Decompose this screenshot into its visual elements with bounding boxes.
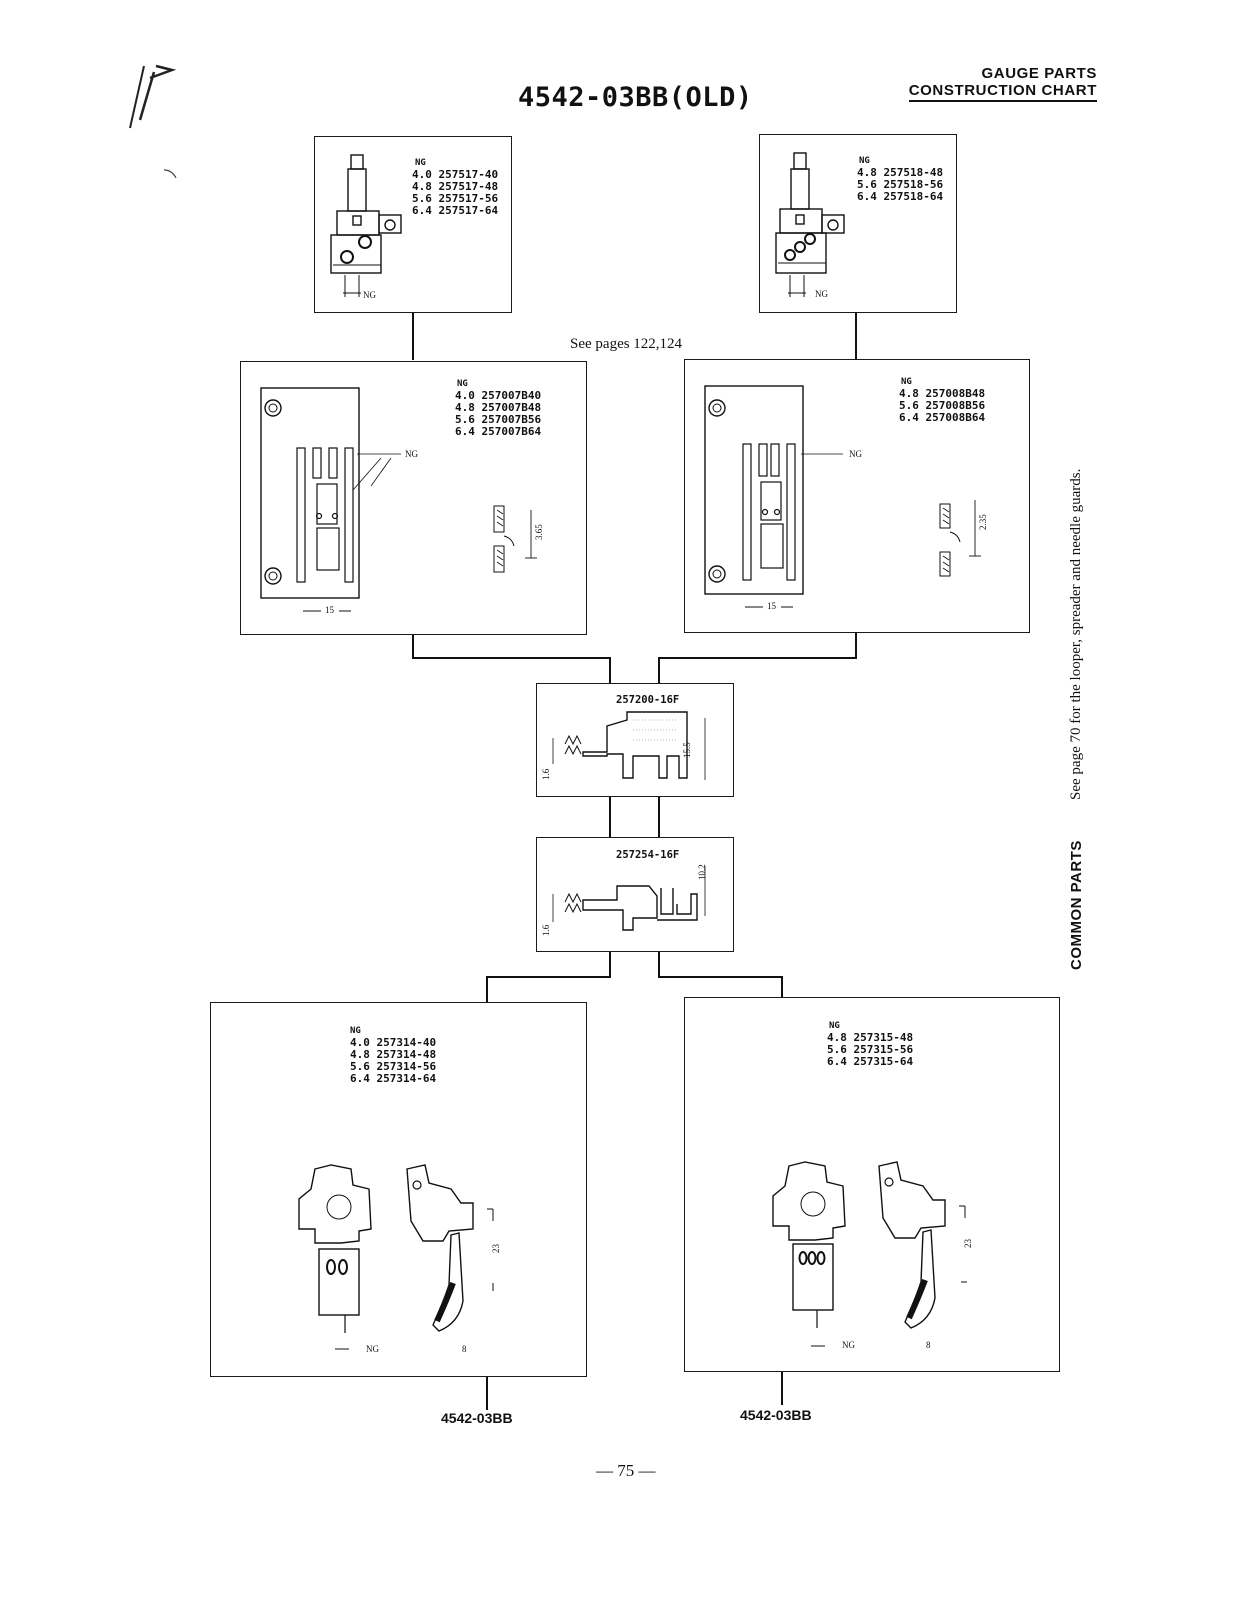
connector	[609, 796, 611, 838]
needle-clamp-left-ng: NG	[415, 158, 426, 168]
throat-plate-left-panel: NG 4.0 257007B40 4.8 257007B48 5.6 25700…	[240, 361, 587, 635]
connector	[658, 796, 660, 838]
presser-foot-right-ng: NG	[829, 1021, 840, 1031]
presser-foot-right-dim-ng: NG	[842, 1340, 855, 1350]
needle-clamp-right-size-1: 4.8 257518-48	[857, 166, 944, 179]
handwritten-mark	[129, 64, 177, 179]
needle-clamp-left-size-2: 4.8 257517-48	[412, 180, 499, 193]
throat-plate-left-size-1: 4.0 257007B40	[455, 389, 542, 402]
connector	[412, 657, 611, 659]
throat-plate-right-size-2: 5.6 257008B56	[899, 399, 986, 412]
feed-dog-main-dim-left: 1.6	[541, 768, 551, 780]
throat-plate-left-ng: NG	[457, 379, 468, 389]
feed-dog-sub-dim-left: 1.6	[541, 924, 551, 936]
connector	[486, 1376, 488, 1410]
presser-foot-left-panel: NG 4.0 257314-40 4.8 257314-48 5.6 25731…	[210, 1002, 587, 1377]
page-title: 4542-03BB(OLD)	[518, 82, 753, 113]
connector	[855, 313, 857, 359]
see-pages-note: See pages 122,124	[570, 336, 683, 352]
throat-plate-left-size-3: 5.6 257007B56	[455, 413, 542, 426]
throat-plate-left-size-2: 4.8 257007B48	[455, 401, 542, 414]
presser-foot-left-size-3: 5.6 257314-56	[350, 1060, 437, 1073]
feed-dog-sub-panel: 257254-16F 1.6 10.2	[536, 837, 734, 952]
presser-foot-left-dim-ng: NG	[366, 1344, 379, 1354]
needle-clamp-right-size-3: 6.4 257518-64	[857, 190, 944, 203]
connector	[658, 951, 660, 978]
needle-clamp-left-dim: NG	[363, 290, 376, 300]
needle-clamp-left-size-3: 5.6 257517-56	[412, 192, 499, 205]
connector	[781, 1371, 783, 1405]
header-line-2: CONSTRUCTION CHART	[908, 82, 1097, 102]
needle-clamp-right-size-2: 5.6 257518-56	[857, 178, 944, 191]
connector	[609, 657, 611, 684]
throat-plate-right-callout: NG	[849, 449, 862, 459]
needle-clamp-left-panel: NG 4.0 257517-40 4.8 257517-48 5.6 25751…	[314, 136, 512, 313]
throat-plate-right-size-3: 6.4 257008B64	[899, 411, 986, 424]
presser-foot-right-dim-8: 8	[926, 1340, 931, 1350]
throat-plate-right-drawing	[704, 385, 981, 608]
feed-dog-main-drawing	[552, 711, 706, 780]
header-block: GAUGE PARTS CONSTRUCTION CHART	[908, 65, 1097, 102]
connector	[658, 657, 660, 684]
throat-plate-left-dim-bottom: 15	[325, 605, 334, 615]
presser-foot-right-drawing	[772, 1161, 967, 1347]
throat-plate-left-size-4: 6.4 257007B64	[455, 425, 542, 438]
common-parts-label: COMMON PARTS	[1068, 840, 1085, 970]
presser-foot-left-ng: NG	[350, 1026, 361, 1036]
presser-foot-right-dim-23: 23	[963, 1239, 973, 1248]
presser-foot-left-size-2: 4.8 257314-48	[350, 1048, 437, 1061]
throat-plate-right-ng: NG	[901, 377, 912, 387]
connector	[412, 634, 414, 659]
connector	[658, 976, 783, 978]
needle-clamp-left-size-1: 4.0 257517-40	[412, 168, 499, 181]
connector	[486, 976, 611, 978]
presser-foot-right-size-2: 5.6 257315-56	[827, 1043, 914, 1056]
throat-plate-left-dim-vertical: 3.65	[534, 524, 544, 540]
feed-dog-sub-part-number: 257254-16F	[616, 849, 680, 861]
throat-plate-left-drawing	[260, 387, 537, 612]
presser-foot-left-dim-8: 8	[462, 1344, 467, 1354]
needle-clamp-right-panel: NG 4.8 257518-48 5.6 257518-56 6.4 25751…	[759, 134, 957, 313]
needle-clamp-right-dim: NG	[815, 289, 828, 299]
feed-dog-sub-dim-right: 10.2	[697, 864, 707, 880]
throat-plate-right-size-1: 4.8 257008B48	[899, 387, 986, 400]
presser-foot-left-model: 4542-03BB	[441, 1410, 513, 1426]
throat-plate-left-callout: NG	[405, 449, 418, 459]
presser-foot-left-dim-23: 23	[491, 1244, 501, 1253]
presser-foot-right-panel: NG 4.8 257315-48 5.6 257315-56 6.4 25731…	[684, 997, 1060, 1372]
throat-plate-right-dim-vertical: 2.35	[978, 514, 988, 530]
connector	[658, 657, 857, 659]
throat-plate-right-panel: NG 4.8 257008B48 5.6 257008B56 6.4 25700…	[684, 359, 1030, 633]
feed-dog-sub-drawing	[552, 866, 706, 931]
presser-foot-left-drawing	[298, 1164, 494, 1350]
header-line-1: GAUGE PARTS	[981, 65, 1097, 82]
presser-foot-right-model: 4542-03BB	[740, 1407, 812, 1423]
needle-clamp-right-ng: NG	[859, 156, 870, 166]
connector	[781, 976, 783, 1000]
presser-foot-right-size-3: 6.4 257315-64	[827, 1055, 914, 1068]
connector	[412, 313, 414, 360]
presser-foot-right-size-1: 4.8 257315-48	[827, 1031, 914, 1044]
needle-clamp-left-drawing	[330, 154, 402, 297]
needle-clamp-right-drawing	[775, 152, 845, 297]
common-parts-note: See page 70 for the looper, spreader and…	[1068, 468, 1084, 800]
needle-clamp-left-size-4: 6.4 257517-64	[412, 204, 499, 217]
feed-dog-main-dim-right: 15.5	[682, 742, 692, 758]
page-number: — 75 —	[596, 1461, 656, 1480]
presser-foot-left-size-4: 6.4 257314-64	[350, 1072, 437, 1085]
feed-dog-main-panel: 257200-16F 1.6 15.5	[536, 683, 734, 797]
throat-plate-right-dim-bottom: 15	[767, 601, 776, 611]
connector	[609, 951, 611, 978]
connector	[486, 976, 488, 1003]
presser-foot-left-size-1: 4.0 257314-40	[350, 1036, 437, 1049]
feed-dog-main-part-number: 257200-16F	[616, 694, 680, 706]
connector	[855, 632, 857, 659]
